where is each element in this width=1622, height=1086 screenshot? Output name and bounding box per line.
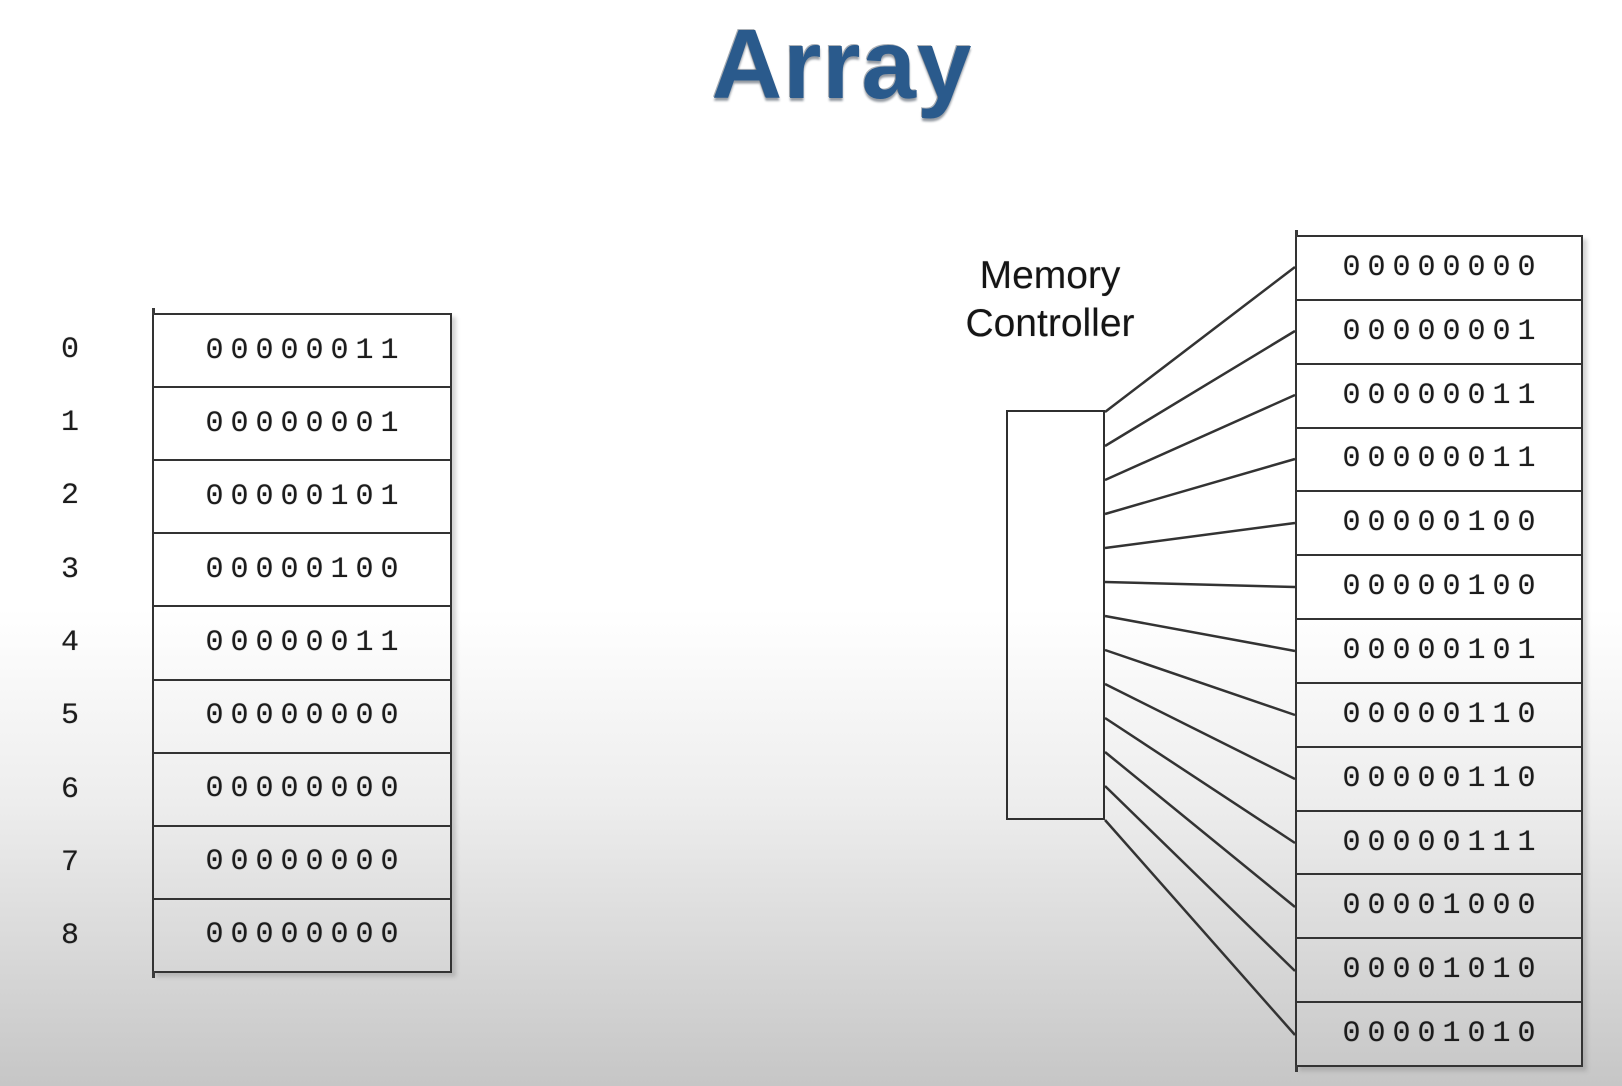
memory-cell: 00001000 — [1297, 873, 1581, 937]
controller-connection-line — [1104, 580, 1296, 589]
memory-cell: 00001010 — [1297, 1001, 1581, 1065]
array-cell: 00000000 — [154, 824, 450, 898]
controller-connection-line — [1104, 716, 1296, 845]
memory-cell: 00000001 — [1297, 298, 1581, 363]
row-index-label: 0 — [60, 332, 79, 367]
array-cell: 00000011 — [154, 605, 450, 678]
controller-connection-line — [1104, 614, 1296, 653]
controller-connection-line — [1104, 648, 1296, 717]
row-index-label: 2 — [60, 479, 79, 514]
array-cell: 00000011 — [205, 333, 406, 368]
controller-connection-line — [1104, 457, 1296, 516]
memory-cell: 00000100 — [1297, 490, 1581, 554]
memory-cell: 00000011 — [1297, 362, 1581, 427]
controller-connection-line — [1104, 785, 1296, 972]
row-index-label: 8 — [60, 919, 79, 954]
memory-cell: 00001010 — [1297, 937, 1581, 1001]
controller-connection-line — [1104, 682, 1296, 781]
memory-controller-label: Memory Controller — [965, 254, 1135, 345]
row-index-label: 4 — [60, 625, 79, 660]
array-cell: 00000100 — [154, 532, 450, 605]
row-index-label: 3 — [60, 552, 79, 587]
controller-connection-line — [1104, 393, 1296, 482]
index-column: 0 1 2 3 4 5 6 7 8 — [40, 313, 100, 973]
memory-cell: 00000110 — [1297, 681, 1581, 746]
array-cell: 00000000 — [154, 678, 450, 752]
memory-controller-box — [1006, 410, 1105, 820]
controller-connection-line — [1104, 521, 1296, 550]
memory-cell: 00000111 — [1297, 809, 1581, 874]
slide-title: Array — [711, 9, 973, 119]
memory-cell: 00000100 — [1297, 554, 1581, 618]
memory-cell: 00000011 — [1297, 426, 1581, 491]
row-index-label: 6 — [60, 772, 79, 807]
controller-connection-line — [1104, 819, 1296, 1036]
row-index-label: 1 — [60, 405, 79, 440]
array-cell: 00000000 — [154, 897, 450, 971]
controller-connection-line — [1104, 751, 1296, 908]
controller-connection-line — [1104, 329, 1296, 448]
memory-cell: 00000110 — [1297, 745, 1581, 810]
array-cell: 00000101 — [154, 459, 450, 532]
array-cell: 00000000 — [154, 751, 450, 825]
memory-cell: 00000000 — [1342, 250, 1543, 285]
row-index-label: 7 — [60, 845, 79, 880]
array-cell: 00000001 — [154, 386, 450, 459]
memory-cell: 00000101 — [1297, 618, 1581, 682]
row-index-label: 5 — [60, 699, 79, 734]
